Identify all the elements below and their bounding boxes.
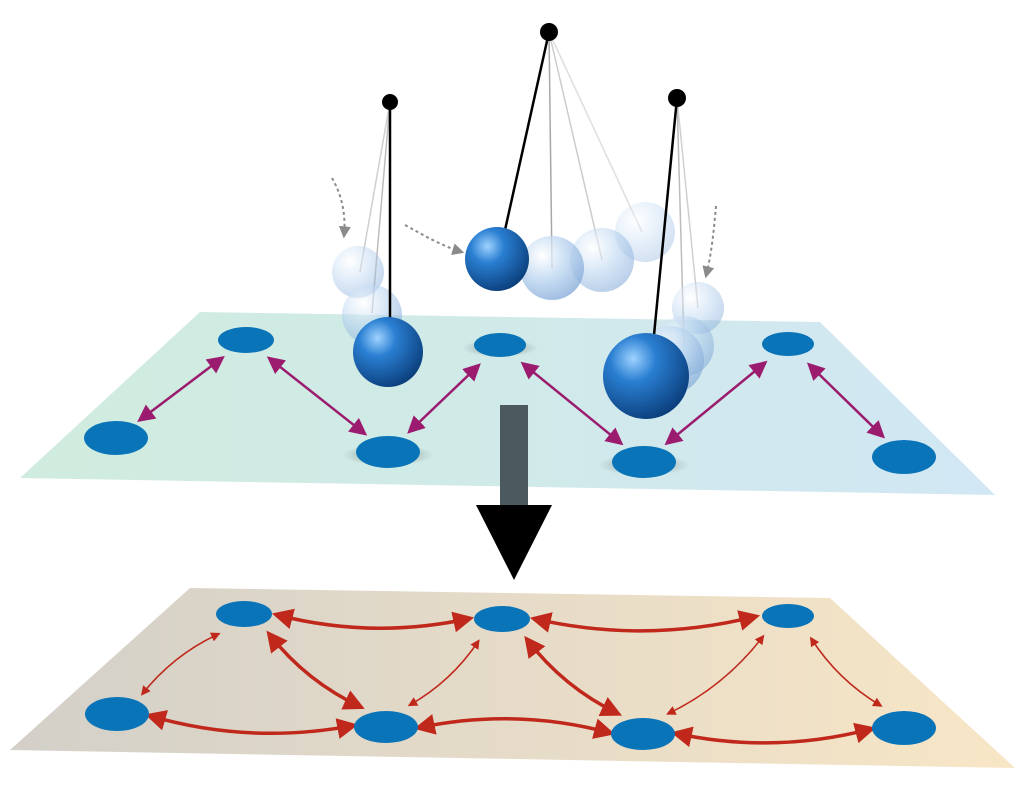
- bottom-edge: [266, 630, 365, 710]
- pendulum-center: [404, 23, 675, 300]
- top-edges: [137, 355, 886, 446]
- bottom-node: [762, 604, 814, 628]
- bottom-node: [474, 606, 530, 632]
- top-nodes: [84, 327, 936, 478]
- projection-arrow: [476, 405, 552, 580]
- bottom-layer: [10, 588, 1015, 768]
- pendulum-right: [603, 89, 724, 419]
- top-edge: [266, 356, 368, 436]
- top-node: [762, 332, 814, 356]
- top-node: [356, 436, 420, 468]
- top-edge: [137, 355, 225, 423]
- bottom-edge: [670, 722, 877, 748]
- bottom-edge: [271, 608, 475, 633]
- pivot-dot-right: [668, 89, 686, 107]
- pendulum-ball-center: [465, 227, 529, 291]
- bottom-nodes: [85, 601, 936, 750]
- bottom-edge: [529, 610, 761, 633]
- top-edge: [664, 360, 768, 446]
- top-node: [474, 333, 526, 357]
- top-node: [218, 327, 274, 353]
- bottom-node: [216, 601, 272, 627]
- top-node: [84, 421, 148, 455]
- bottom-edge: [413, 714, 616, 739]
- top-layer: [20, 312, 995, 495]
- top-node: [612, 446, 676, 478]
- bottom-edge: [809, 636, 883, 707]
- bottom-edge: [407, 639, 480, 707]
- bottom-edge: [666, 634, 765, 715]
- bottom-node: [85, 697, 149, 731]
- arrow-head: [476, 505, 552, 580]
- bottom-edges: [140, 608, 883, 748]
- pivot-dot-left: [382, 94, 398, 110]
- bottom-node: [611, 718, 675, 750]
- top-plane: [20, 312, 995, 495]
- top-node: [872, 440, 936, 474]
- bottom-node: [872, 711, 936, 745]
- top-edge: [806, 362, 886, 439]
- top-edge: [407, 363, 481, 434]
- pendulums: [331, 23, 724, 419]
- pivot-dot-center: [540, 23, 558, 41]
- bottom-edge: [144, 710, 359, 739]
- top-edge: [520, 361, 624, 446]
- bottom-node: [354, 711, 418, 743]
- bottom-edge: [140, 632, 221, 696]
- pendulum-ball-right: [603, 333, 689, 419]
- pendulum-left: [331, 94, 423, 387]
- arrow-stem: [500, 405, 528, 510]
- pendulum-ball-left: [353, 317, 423, 387]
- bottom-edge: [524, 635, 622, 716]
